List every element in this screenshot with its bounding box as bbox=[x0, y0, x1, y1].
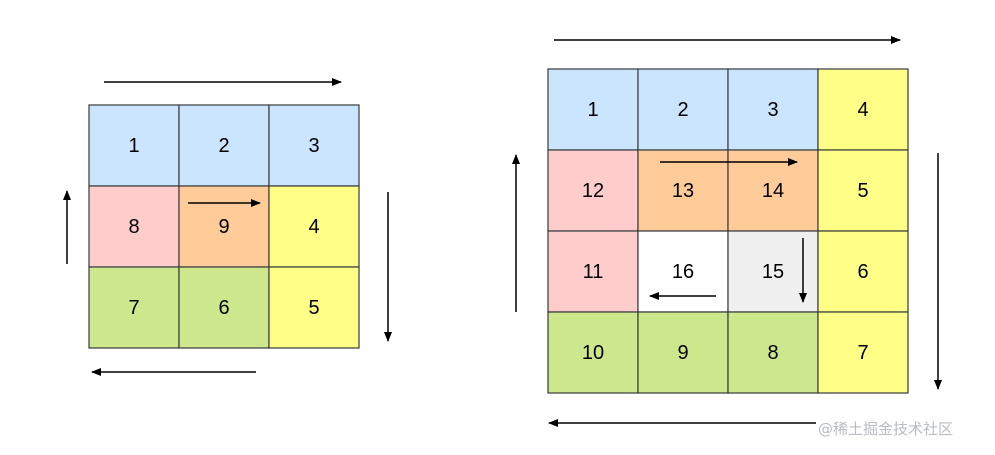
small-cell-1 bbox=[88, 104, 180, 187]
large-cell-5 bbox=[817, 149, 909, 232]
large-cell-label: 3 bbox=[767, 99, 778, 121]
small-cell-6 bbox=[178, 266, 270, 349]
small-cell-label: 5 bbox=[308, 297, 319, 319]
small-cell-3 bbox=[268, 104, 360, 187]
small-cell-5 bbox=[268, 266, 360, 349]
small-cell-label: 9 bbox=[218, 216, 229, 238]
large-cell-label: 10 bbox=[582, 342, 604, 364]
large-cell-label: 13 bbox=[672, 180, 694, 202]
large-cell-label: 7 bbox=[857, 342, 868, 364]
large-cell-8 bbox=[727, 311, 819, 394]
large-cell-label: 4 bbox=[857, 99, 868, 121]
large-cell-label: 1 bbox=[587, 99, 598, 121]
small-matrix: 1 2 3 8 9 4 7 6 5 bbox=[63, 78, 392, 376]
large-cell-13 bbox=[637, 149, 729, 232]
large-cell-7 bbox=[817, 311, 909, 394]
large-cell-label: 9 bbox=[677, 342, 688, 364]
large-cell-label: 16 bbox=[672, 261, 694, 283]
large-cell-label: 11 bbox=[583, 261, 604, 283]
small-cell-2 bbox=[178, 104, 270, 187]
large-cell-4 bbox=[817, 68, 909, 151]
large-cell-label: 6 bbox=[857, 261, 868, 283]
large-cell-14 bbox=[727, 149, 819, 232]
large-cell-label: 14 bbox=[762, 180, 784, 202]
large-matrix: 1 2 3 4 12 13 14 5 11 16 15 6 10 9 8 7 bbox=[512, 36, 942, 427]
large-cell-label: 8 bbox=[767, 342, 778, 364]
small-cell-8 bbox=[88, 185, 180, 268]
small-cell-label: 1 bbox=[128, 135, 139, 157]
large-cell-label: 2 bbox=[677, 99, 688, 121]
small-cell-label: 2 bbox=[218, 135, 229, 157]
watermark: @稀土掘金技术社区 bbox=[818, 420, 954, 438]
small-cell-label: 3 bbox=[308, 135, 319, 157]
small-cell-4 bbox=[268, 185, 360, 268]
small-cell-label: 7 bbox=[128, 297, 139, 319]
large-cell-label: 12 bbox=[582, 180, 604, 202]
large-cell-10 bbox=[547, 311, 639, 394]
small-cell-7 bbox=[88, 266, 180, 349]
small-cell-label: 4 bbox=[308, 216, 319, 238]
large-cell-11 bbox=[547, 230, 639, 313]
small-cell-label: 6 bbox=[218, 297, 229, 319]
large-cell-label: 5 bbox=[857, 180, 868, 202]
small-cell-label: 8 bbox=[128, 216, 139, 238]
large-cell-9 bbox=[637, 311, 729, 394]
large-cell-2 bbox=[637, 68, 729, 151]
large-cell-label: 15 bbox=[762, 261, 784, 283]
large-cell-6 bbox=[817, 230, 909, 313]
